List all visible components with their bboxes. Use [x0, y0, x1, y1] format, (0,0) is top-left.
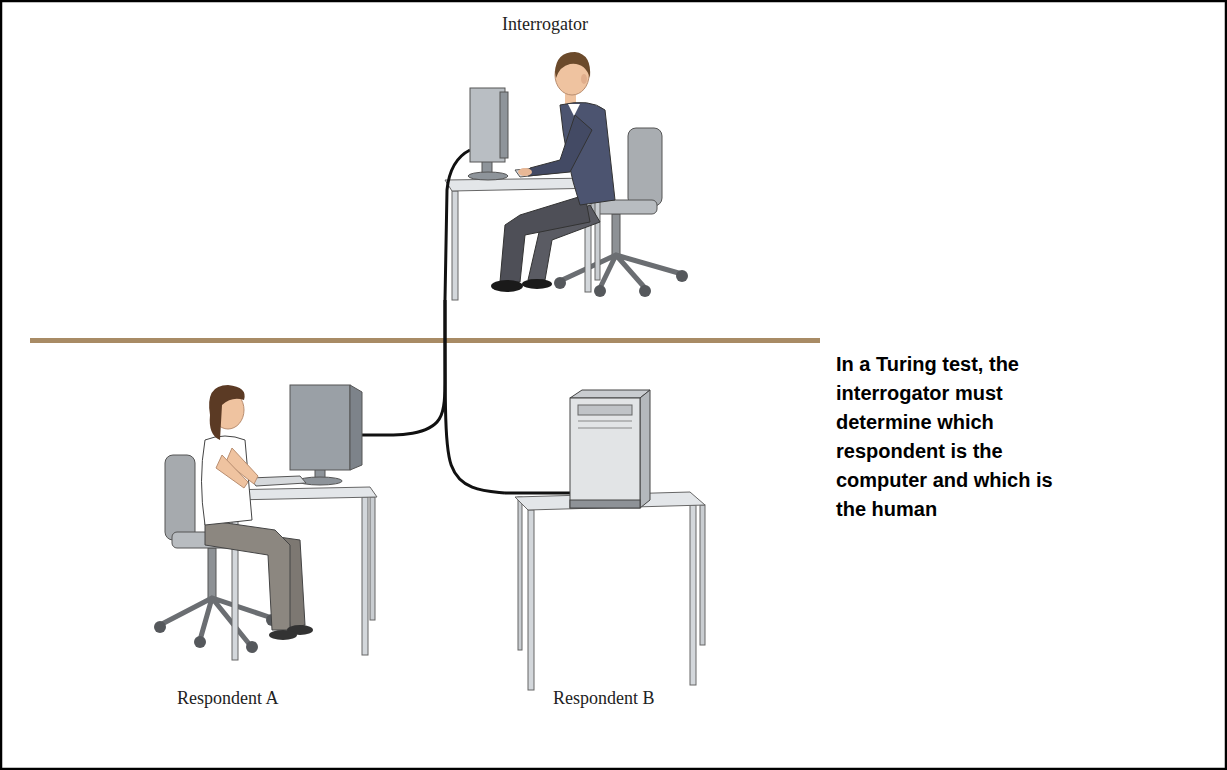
respondent-a-person: [202, 385, 314, 640]
respondent-station: Respondent A: [150, 380, 390, 715]
station-label: Respondent A: [177, 688, 279, 710]
interrogator-person: [491, 52, 615, 292]
respondent-a-chair-part: [194, 636, 206, 648]
respondent-station: Respondent B: [505, 385, 720, 715]
respondent-b-table-part: [528, 510, 534, 690]
caption-note: In a Turing test, the interrogator must …: [836, 350, 1068, 524]
divider-line: [30, 338, 820, 343]
respondent-a-monitor-part: [250, 476, 306, 486]
interrogator-chair-part: [554, 277, 566, 289]
interrogator-person-part: [528, 115, 592, 176]
respondent-a-chair-part: [208, 548, 216, 600]
interrogator-desk-part: [452, 191, 458, 300]
interrogator-monitor-part: [445, 150, 470, 300]
cable: [445, 300, 505, 493]
respondent-b-table-part: [700, 505, 705, 645]
computer-tower-part: [505, 492, 572, 495]
interrogator-station: Interrogator: [430, 8, 720, 300]
interrogator-chair-part: [639, 285, 651, 297]
respondent-a-chair-part: [160, 598, 272, 645]
interrogator-person-part: [555, 52, 590, 78]
computer-tower-part: [570, 390, 650, 398]
respondent-a-person-part: [209, 385, 245, 440]
respondent-a-person-part: [205, 520, 290, 630]
computer-tower-part: [578, 405, 632, 415]
interrogator-person-part: [500, 195, 590, 282]
respondent-a-person-part: [269, 630, 297, 640]
interrogator-chair-part: [594, 285, 606, 297]
respondent-a-monitor-part: [360, 434, 390, 437]
respondent-a-desk-part: [362, 497, 368, 655]
respondent-a-monitor-part: [350, 385, 362, 470]
interrogator-monitor-part: [500, 92, 508, 158]
respondent-a-monitor: [250, 385, 390, 486]
respondent-a-chair-part: [246, 641, 258, 653]
interrogator-person-part: [518, 168, 532, 176]
station-label: Respondent B: [553, 688, 655, 710]
station-label: Interrogator: [502, 14, 588, 36]
interrogator-person-part: [491, 280, 523, 292]
interrogator-person-part: [568, 104, 580, 116]
interrogator-chair-part: [612, 214, 620, 256]
computer-tower-part: [640, 390, 650, 508]
respondent-a-chair-part: [154, 621, 166, 633]
respondent-b-table-part: [690, 505, 696, 685]
interrogator-chair-part: [628, 128, 662, 206]
respondent-a-person-part: [216, 455, 248, 488]
respondent-a-desk-part: [370, 497, 375, 620]
cable: [390, 300, 445, 435]
respondent-a-chair-part: [165, 455, 195, 540]
computer-tower-part: [578, 421, 632, 422]
interrogator-person-part: [581, 74, 587, 84]
respondent-b-table: [515, 492, 705, 690]
computer-tower-part: [570, 398, 640, 508]
respondent-a-monitor-part: [290, 385, 350, 470]
respondent-b-table-part: [518, 497, 522, 650]
respondent-a-person-part: [202, 436, 253, 525]
interrogator-person-part: [522, 279, 552, 289]
computer-tower-part: [578, 428, 632, 429]
computer-tower-part: [570, 500, 640, 508]
interrogator-chair-part: [560, 255, 682, 288]
computer-tower: [505, 390, 650, 508]
interrogator-monitor-part: [468, 172, 508, 180]
interrogator-chair-part: [676, 270, 688, 282]
